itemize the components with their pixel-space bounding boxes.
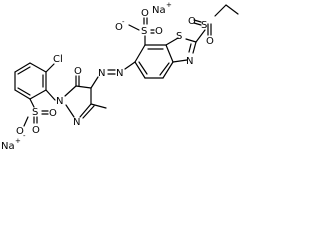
bond xyxy=(124,61,136,70)
oxygen-atom-label: O xyxy=(115,22,123,33)
oxygen-atom-label: O xyxy=(188,16,196,27)
bond xyxy=(45,63,55,73)
positive-charge-label: + xyxy=(166,1,172,9)
bond xyxy=(45,89,56,101)
bond xyxy=(188,43,192,53)
bond xyxy=(193,22,202,26)
negative-charge-label: - xyxy=(23,132,26,140)
bond xyxy=(225,4,239,15)
nitrogen-atom-label: N xyxy=(98,68,105,79)
oxygen-atom-label: O xyxy=(206,36,214,47)
atom-labels: Na + O S O S N O - O S O N N O N N Cl S … xyxy=(1,1,214,152)
nitrogen-atom-label: N xyxy=(73,117,80,128)
bond xyxy=(29,98,35,108)
bond xyxy=(14,89,31,100)
bond xyxy=(75,85,92,89)
bond xyxy=(193,19,202,23)
bond xyxy=(162,61,174,79)
bond xyxy=(214,4,227,17)
oxygen-atom-label: O xyxy=(141,8,149,19)
negative-charge-label: - xyxy=(122,18,125,26)
chemical-structure-diagram: Na + O S O S N O - O S O N N O N N Cl S … xyxy=(1,1,239,152)
nitrogen-atom-label: N xyxy=(186,56,193,67)
bond xyxy=(17,66,31,75)
bond xyxy=(159,62,170,76)
bond xyxy=(65,104,75,118)
bond xyxy=(192,41,197,54)
nitrogen-atom-label: N xyxy=(116,68,123,79)
sulfur-atom-label: S xyxy=(201,20,207,31)
bond xyxy=(165,44,174,63)
bond xyxy=(90,103,107,109)
bond xyxy=(134,44,146,63)
bond xyxy=(195,29,206,43)
sodium-atom-label: Na xyxy=(1,141,15,152)
bond xyxy=(134,61,146,79)
bond xyxy=(165,37,179,46)
oxygen-atom-label: O xyxy=(155,26,163,37)
bond xyxy=(185,38,197,43)
bond-lines xyxy=(14,4,239,127)
sulfur-atom-label: S xyxy=(176,31,182,42)
bond xyxy=(14,62,31,73)
bond xyxy=(90,76,99,89)
bond xyxy=(64,85,77,97)
oxygen-atom-label: O xyxy=(74,66,82,77)
positive-charge-label: + xyxy=(15,137,21,145)
sulfur-atom-label: S xyxy=(32,107,38,118)
bond xyxy=(17,87,31,96)
sulfur-atom-label: S xyxy=(141,26,147,37)
oxygen-atom-label: O xyxy=(49,108,57,119)
sodium-atom-label: Na xyxy=(152,5,166,16)
chlorine-atom-label: Cl xyxy=(53,54,63,65)
oxygen-atom-label: O xyxy=(32,125,40,136)
nitrogen-atom-label: N xyxy=(56,96,63,107)
bond xyxy=(29,62,47,73)
bond xyxy=(29,89,47,100)
oxygen-atom-label: O xyxy=(16,126,24,137)
bond xyxy=(138,61,148,75)
bond xyxy=(82,105,95,119)
bond xyxy=(128,24,140,31)
bond xyxy=(172,59,188,63)
bond xyxy=(23,116,29,127)
bond xyxy=(79,103,92,118)
